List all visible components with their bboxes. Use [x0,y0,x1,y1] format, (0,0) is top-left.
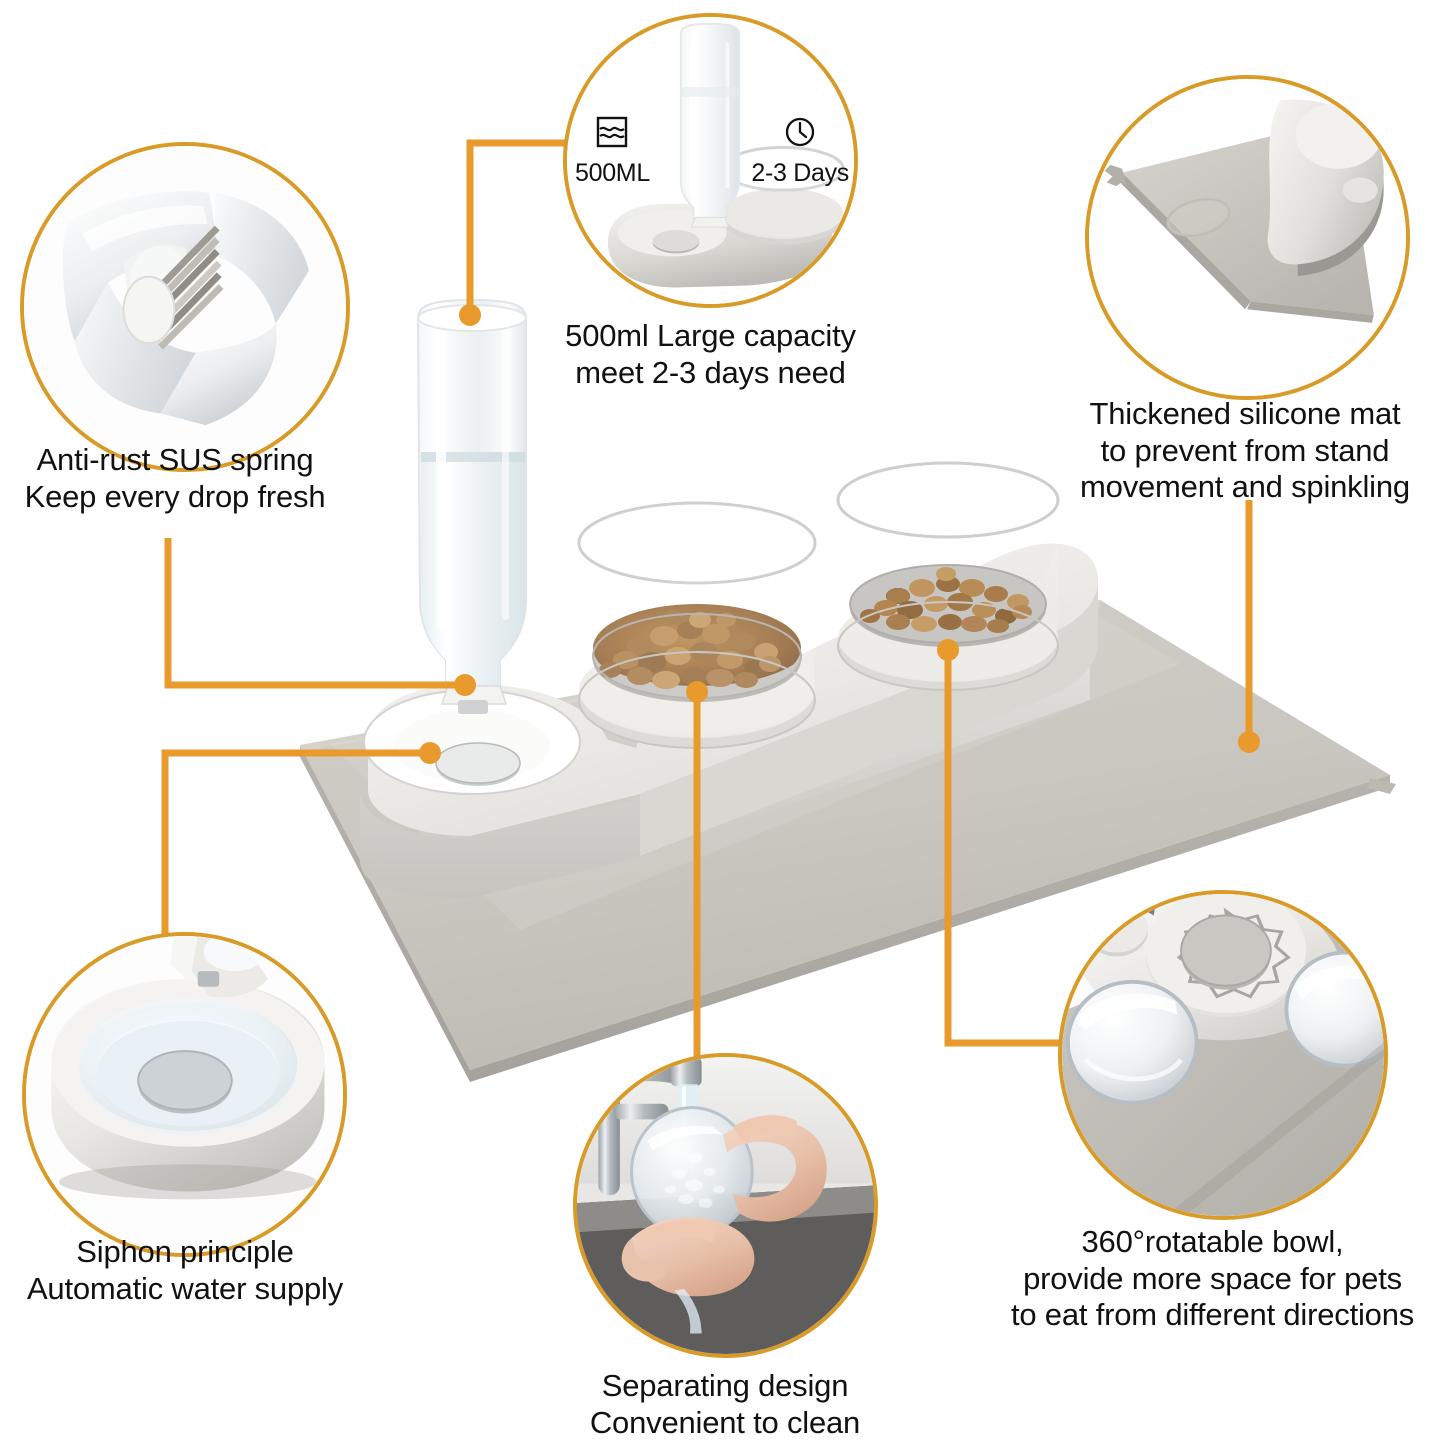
siphon-principle-image [26,936,343,1253]
spec-volume-label: 500ML [575,159,650,187]
capacity-spec-row: 500ML 2-3 Days [575,115,854,188]
callout-separating-design[interactable] [573,1053,878,1358]
spec-volume: 500ML [575,115,650,188]
caption-separating-design: Separating design Convenient to clean [589,1368,861,1440]
callout-large-capacity[interactable]: 500ML 2-3 Days [563,13,858,308]
caption-anti-rust-spring: Anti-rust SUS spring Keep every drop fre… [24,442,326,514]
product-hero-image [300,298,1396,1082]
spec-duration: 2-3 Days [751,115,849,188]
water-level-icon [595,115,629,156]
spec-duration-label: 2-3 Days [751,159,849,187]
caption-silicone-mat: Thickened silicone mat to prevent from s… [1080,396,1410,505]
water-bottle-art [416,298,527,714]
callout-anti-rust-spring[interactable] [20,142,350,472]
anti-rust-spring-image [24,146,346,468]
infographic-canvas: Anti-rust SUS spring Keep every drop fre… [20,13,1415,1440]
rotatable-bowl-image [1062,894,1384,1216]
clock-icon [783,115,817,156]
callout-rotatable-bowl[interactable] [1058,890,1388,1220]
silicone-mat-image [1089,79,1406,396]
callout-siphon-principle[interactable] [22,932,347,1257]
large-capacity-image [567,17,854,304]
food-bowl-front-art [577,501,817,749]
kibble-rear-pieces [860,567,1032,633]
callout-silicone-mat[interactable] [1085,75,1410,400]
caption-siphon-principle: Siphon principle Automatic water supply [26,1234,344,1306]
caption-large-capacity: 500ml Large capacity meet 2-3 days need [565,318,856,390]
caption-rotatable-bowl: 360°rotatable bowl, provide more space f… [1010,1224,1415,1333]
separating-design-image [577,1057,874,1354]
